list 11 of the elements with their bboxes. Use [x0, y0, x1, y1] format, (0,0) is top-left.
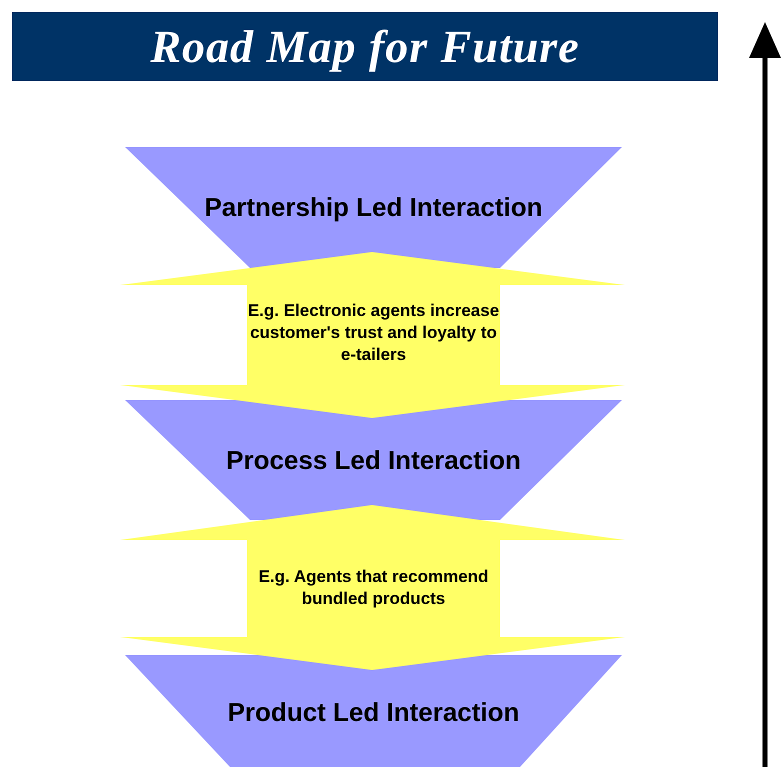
- stage-trapezoid: [125, 147, 622, 268]
- double-arrow-shape: [120, 252, 625, 418]
- stage-trapezoid: [125, 655, 622, 767]
- stage-trapezoid: [125, 400, 622, 520]
- example-text: E.g. Agents that recommend bundled products: [258, 566, 490, 610]
- title-banner: Road Map for Future: [12, 12, 718, 81]
- stage-label: Process Led Interaction: [225, 444, 522, 476]
- stage-label: Product Led Interaction: [226, 696, 520, 728]
- example-text: E.g. Electronic agents increase customer's trust and loyalty to e-tailers: [247, 300, 500, 366]
- double-arrow-shape: [120, 505, 625, 670]
- stage-label: Partnership Led Interaction: [203, 190, 544, 224]
